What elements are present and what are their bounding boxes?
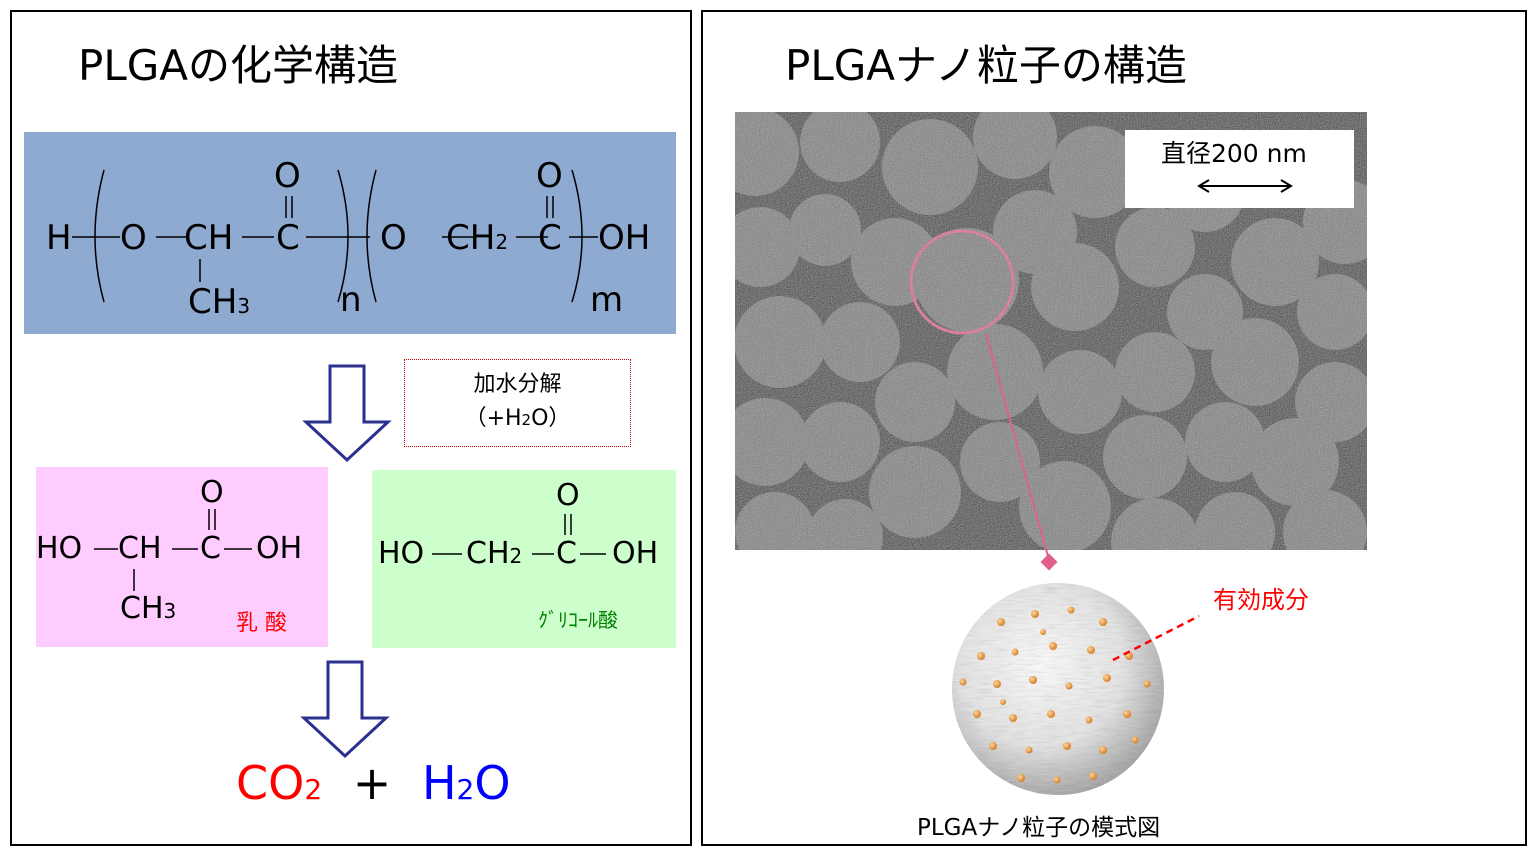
decomposition-arrow-icon (300, 660, 390, 759)
lactic-o-top: O (200, 475, 224, 510)
glycolic-acid-box: HO CH2 C O OH ｸﾞﾘｺｰﾙ酸 (372, 470, 676, 648)
glycolic-c: C (556, 536, 577, 571)
co2-formula: CO2 (236, 756, 323, 810)
right-title: PLGAナノ粒子の構造 (785, 41, 1187, 90)
scale-bar-label: 直径200 nm (1161, 139, 1307, 168)
glycolic-bonds (432, 514, 606, 555)
tem-micrograph-image (735, 112, 1367, 550)
polymer-h: H (46, 218, 72, 258)
polymer-structure-box: H O CH C O CH3 n O CH2 C O OH m (24, 132, 676, 334)
polymer-ch: CH (184, 218, 234, 258)
scale-bar-arrow-icon (1197, 179, 1293, 193)
products-formula: CO2 + H2O (236, 756, 511, 810)
lactic-name: 乳 酸 (236, 611, 287, 636)
glycolic-ho: HO (378, 536, 425, 571)
polymer-c1: C (276, 218, 300, 258)
active-ingredient-label: 有効成分 (1213, 586, 1309, 614)
model-caption: PLGAナノ粒子の模式図 (917, 815, 1161, 841)
lactic-c: C (200, 531, 221, 566)
polymer-m: m (590, 280, 624, 320)
left-title: PLGAの化学構造 (78, 41, 399, 90)
polymer-ch2: CH2 (446, 218, 509, 258)
glycolic-oh: OH (612, 536, 659, 571)
polymer-o1: O (120, 218, 147, 258)
lactic-oh: OH (256, 531, 303, 566)
left-panel: PLGAの化学構造 H O (10, 10, 692, 846)
nanoparticle-model-image (952, 583, 1164, 795)
lactic-bonds (94, 509, 252, 591)
polymer-o2: O (380, 218, 407, 258)
h2o-formula: H2O (421, 756, 511, 810)
lactic-acid-box: HO CH C O OH CH3 乳 酸 (36, 467, 328, 647)
glycolic-o-top: O (556, 478, 580, 513)
polymer-ch3: CH3 (188, 282, 251, 322)
scale-bar-box: 直径200 nm (1125, 130, 1354, 208)
lactic-ch: CH (118, 531, 162, 566)
polymer-o-top1: O (274, 156, 301, 196)
plus-sign: + (352, 756, 392, 810)
polymer-o-top2: O (536, 156, 563, 196)
polymer-n: n (340, 280, 362, 320)
right-panel: PLGAナノ粒子の構造 (701, 10, 1527, 846)
polymer-bonds (72, 169, 598, 303)
lactic-ho: HO (36, 531, 83, 566)
polymer-oh: OH (598, 218, 651, 258)
hydrolysis-label: 加水分解 （+H2O） (404, 359, 631, 447)
lactic-ch3: CH3 (120, 591, 177, 626)
hydrolysis-arrow-icon (302, 364, 392, 463)
polymer-c2: C (538, 218, 562, 258)
glycolic-ch2: CH2 (466, 536, 523, 571)
glycolic-name: ｸﾞﾘｺｰﾙ酸 (538, 608, 618, 632)
